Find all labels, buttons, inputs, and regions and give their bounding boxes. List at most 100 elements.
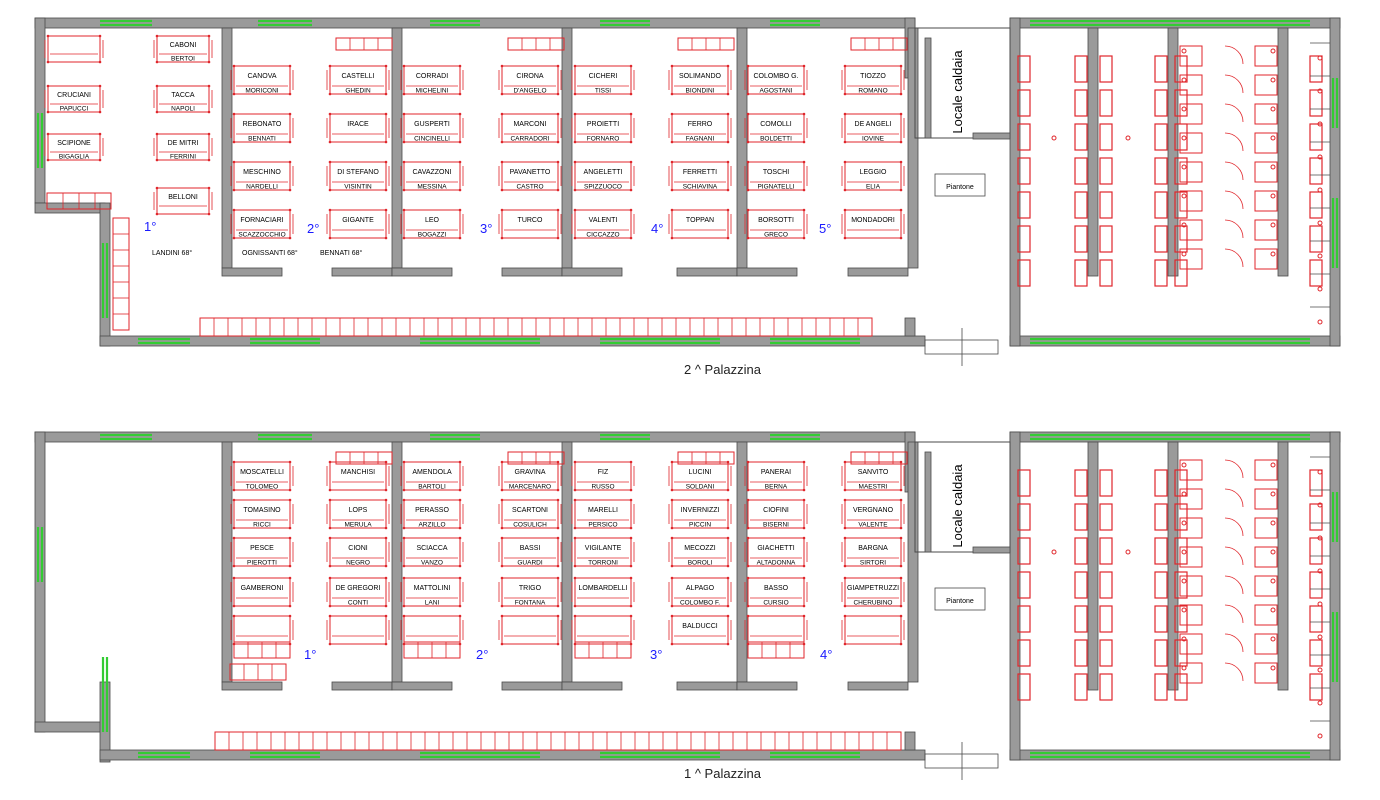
bed-name-secondary: VISINTIN — [344, 184, 372, 191]
washbasin — [1309, 123, 1323, 151]
bed-post — [232, 604, 236, 608]
bed-outline — [403, 161, 461, 191]
bed-name-primary: BELLONI — [168, 194, 198, 201]
bed-name-primary: BORSOTTI — [758, 217, 794, 224]
wc-fixture — [1181, 164, 1187, 170]
drain — [1317, 733, 1323, 739]
bed-name-primary: IRACE — [347, 121, 369, 128]
bed-post — [384, 236, 388, 240]
washbasin — [1099, 571, 1113, 599]
wc-stall — [1179, 633, 1203, 655]
locker-row — [850, 451, 908, 465]
bed-name-primary: GRAVINA — [515, 469, 546, 476]
bed-post — [843, 112, 847, 116]
bed-post — [46, 158, 50, 162]
washbasin — [1017, 639, 1031, 667]
bed-post — [843, 642, 847, 646]
wc-fixture — [1270, 77, 1276, 83]
bed-post — [384, 564, 388, 568]
bed-name-secondary: D'ANGELO — [513, 88, 546, 95]
washbasin — [1309, 157, 1323, 185]
bed-post — [458, 236, 462, 240]
bed-post — [746, 526, 750, 530]
bed-name-secondary: VALENTE — [858, 522, 888, 529]
boiler-inner-wall — [972, 132, 1011, 140]
wc-stall — [1179, 132, 1203, 154]
bed-post — [458, 140, 462, 144]
bed-post — [802, 188, 806, 192]
guard-post-label: Piantone — [946, 598, 974, 605]
wc-fixture — [1181, 665, 1187, 671]
bed-name-secondary: COSULICH — [513, 522, 547, 529]
bed-name-secondary: CASTRO — [516, 184, 543, 191]
bed-post — [384, 498, 388, 502]
bed-post — [802, 564, 806, 568]
room-number: 4° — [651, 221, 663, 236]
left-room-note: OGNISSANTI 68° — [242, 249, 298, 257]
bed-post — [899, 604, 903, 608]
drain — [1317, 667, 1323, 673]
bed-outline — [233, 499, 291, 529]
drain — [1317, 154, 1323, 160]
bed-outline — [844, 113, 902, 143]
bed-post — [899, 236, 903, 240]
wc-door-swing — [1224, 633, 1244, 653]
washbasin — [1017, 469, 1031, 497]
bed-name-primary: PAVANETTO — [510, 169, 551, 176]
bed-post — [573, 140, 577, 144]
bed-post — [746, 536, 750, 540]
bed-name-primary: COLOMBO G. — [753, 73, 798, 80]
bed-post — [328, 564, 332, 568]
bed-name-primary: INVERNIZZI — [681, 507, 720, 514]
bed-post — [670, 498, 674, 502]
locker-row — [46, 192, 112, 210]
partition-stub — [391, 267, 453, 277]
bed-post — [899, 140, 903, 144]
bed-outline — [233, 577, 291, 607]
bed-post — [155, 158, 159, 162]
washbasin — [1174, 191, 1188, 219]
washbasin — [1154, 537, 1168, 565]
bed-post — [670, 488, 674, 492]
locker-row — [574, 641, 632, 659]
outer-wall-top-east — [1009, 431, 1341, 443]
washbasin — [1154, 605, 1168, 633]
washbasin — [1174, 55, 1188, 83]
bed-name-primary: VIGILANTE — [585, 545, 622, 552]
bed-post — [629, 112, 633, 116]
bed-outline — [233, 113, 291, 143]
washbasin — [1017, 571, 1031, 599]
bed-post — [670, 536, 674, 540]
washbasin — [1099, 673, 1113, 701]
washbasin — [1017, 537, 1031, 565]
bed-name-primary: VERGNANO — [853, 507, 894, 514]
bed-outline — [844, 65, 902, 95]
bed-outline — [844, 577, 902, 607]
bed-post — [802, 92, 806, 96]
bed-name-secondary: BIGAGLIA — [59, 154, 90, 161]
bed-post — [629, 614, 633, 618]
bed-post — [629, 498, 633, 502]
room-number: 2° — [476, 647, 488, 662]
bed-post — [458, 488, 462, 492]
drain — [1317, 700, 1323, 706]
bed-name-primary: PESCE — [250, 545, 274, 552]
bed-post — [670, 576, 674, 580]
bed-post — [155, 34, 159, 38]
bed-post — [629, 526, 633, 530]
bed-outline — [501, 161, 559, 191]
bed-outline — [844, 499, 902, 529]
wc-stall — [1254, 103, 1278, 125]
washbasin — [1017, 191, 1031, 219]
wc-door-swing — [1224, 45, 1244, 65]
drain — [1317, 601, 1323, 607]
partition-wall — [736, 27, 748, 269]
partition-wall — [907, 27, 919, 269]
bed-post — [288, 498, 292, 502]
washbasin — [1154, 571, 1168, 599]
